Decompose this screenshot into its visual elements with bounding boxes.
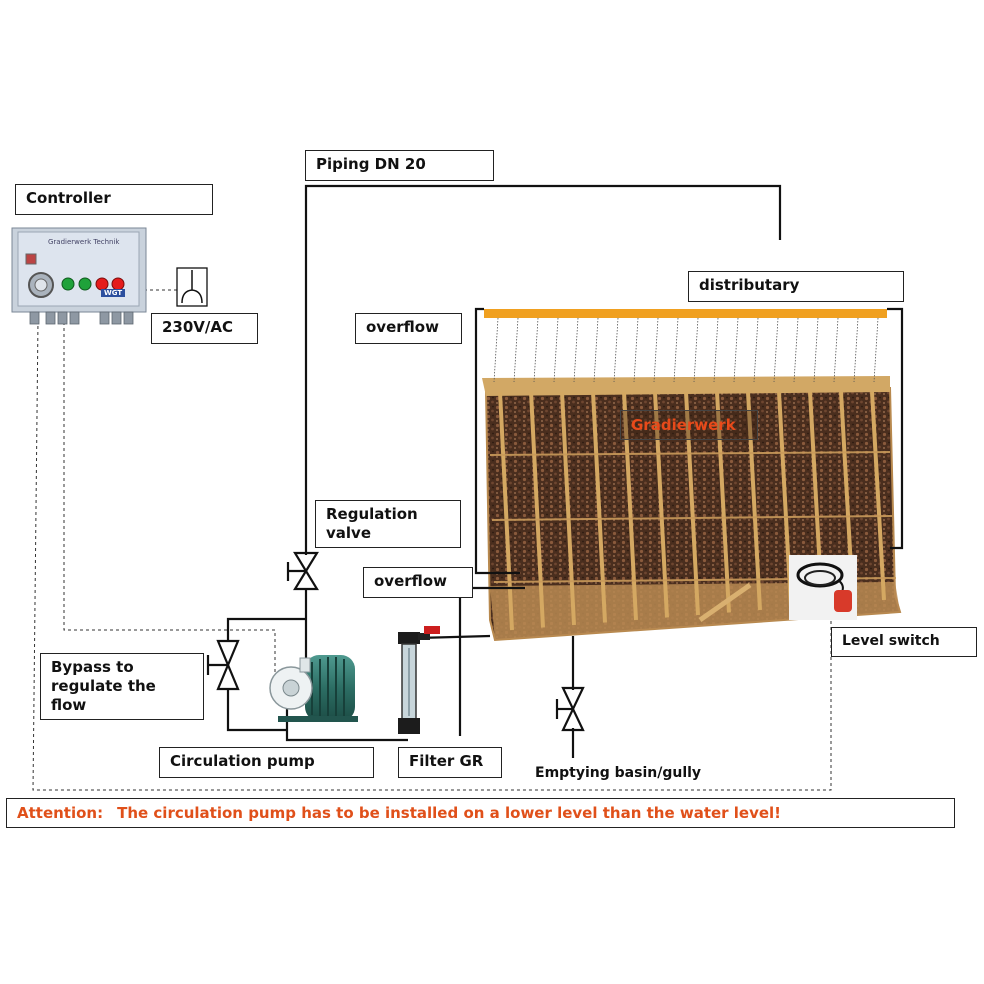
tower-post xyxy=(498,391,514,631)
label-distributary: distributary xyxy=(688,271,904,302)
attention-message: The circulation pump has to be installed… xyxy=(117,804,782,822)
tower-post xyxy=(715,391,731,613)
distributary-bar xyxy=(484,309,887,318)
drip-line xyxy=(873,317,879,383)
tower-post xyxy=(622,391,638,621)
drip-line xyxy=(733,317,739,383)
drip-line xyxy=(513,317,519,383)
label-piping: Piping DN 20 xyxy=(305,150,494,181)
valve-icon xyxy=(206,639,240,691)
drip-line xyxy=(653,317,659,383)
drip-line xyxy=(673,317,679,383)
drip-line xyxy=(613,317,619,383)
drip-line xyxy=(713,317,719,383)
drip-line xyxy=(693,317,699,383)
tower-post xyxy=(684,391,700,616)
tower-post xyxy=(870,391,886,601)
label-bypass-line3: flow xyxy=(51,696,87,714)
drip-line xyxy=(753,317,759,383)
controller-panel-title: Gradierwerk Technik xyxy=(48,238,120,246)
label-regulation-valve-line1: Regulation xyxy=(326,505,418,523)
drip-line xyxy=(813,317,819,383)
label-bypass-line2: regulate the xyxy=(51,677,156,695)
pump-icon xyxy=(269,655,358,722)
label-overflow-top: overflow xyxy=(355,313,462,344)
label-regulation-valve: Regulation valve xyxy=(315,500,461,548)
label-level-switch: Level switch xyxy=(831,627,977,657)
tower-post xyxy=(591,391,607,623)
drip-line xyxy=(533,317,539,383)
drip-line xyxy=(773,317,779,383)
tower-post xyxy=(529,391,545,628)
valve-icon xyxy=(286,551,319,591)
controller-box xyxy=(11,227,147,325)
tower-post xyxy=(746,391,762,611)
drip-line xyxy=(593,317,599,383)
label-bypass: Bypass to regulate the flow xyxy=(40,653,204,720)
drip-line xyxy=(493,317,499,383)
drip-line xyxy=(633,317,639,383)
attention-banner: Attention: The circulation pump has to be… xyxy=(6,798,955,828)
drip-line xyxy=(553,317,559,383)
label-emptying: Emptying basin/gully xyxy=(535,765,702,781)
label-voltage: 230V/AC xyxy=(151,313,258,344)
label-overflow-bottom: overflow xyxy=(363,567,473,598)
label-controller: Controller xyxy=(15,184,213,215)
label-bypass-line1: Bypass to xyxy=(51,658,134,676)
label-regulation-valve-line2: valve xyxy=(326,524,371,542)
tower-post xyxy=(560,391,576,626)
drip-line xyxy=(833,317,839,383)
float-switch-icon xyxy=(789,555,857,620)
label-circulation-pump: Circulation pump xyxy=(159,747,374,778)
plug-icon xyxy=(176,267,208,307)
drip-line xyxy=(573,317,579,383)
filter-icon xyxy=(398,626,440,734)
drip-lines xyxy=(493,317,879,383)
label-gradierwerk: Gradierwerk xyxy=(620,410,758,440)
drip-line xyxy=(853,317,859,383)
drip-line xyxy=(793,317,799,383)
attention-prefix: Attention: xyxy=(17,804,104,822)
valve-icon xyxy=(555,686,585,732)
label-filter: Filter GR xyxy=(398,747,502,778)
controller-brand: WGT xyxy=(101,289,126,297)
